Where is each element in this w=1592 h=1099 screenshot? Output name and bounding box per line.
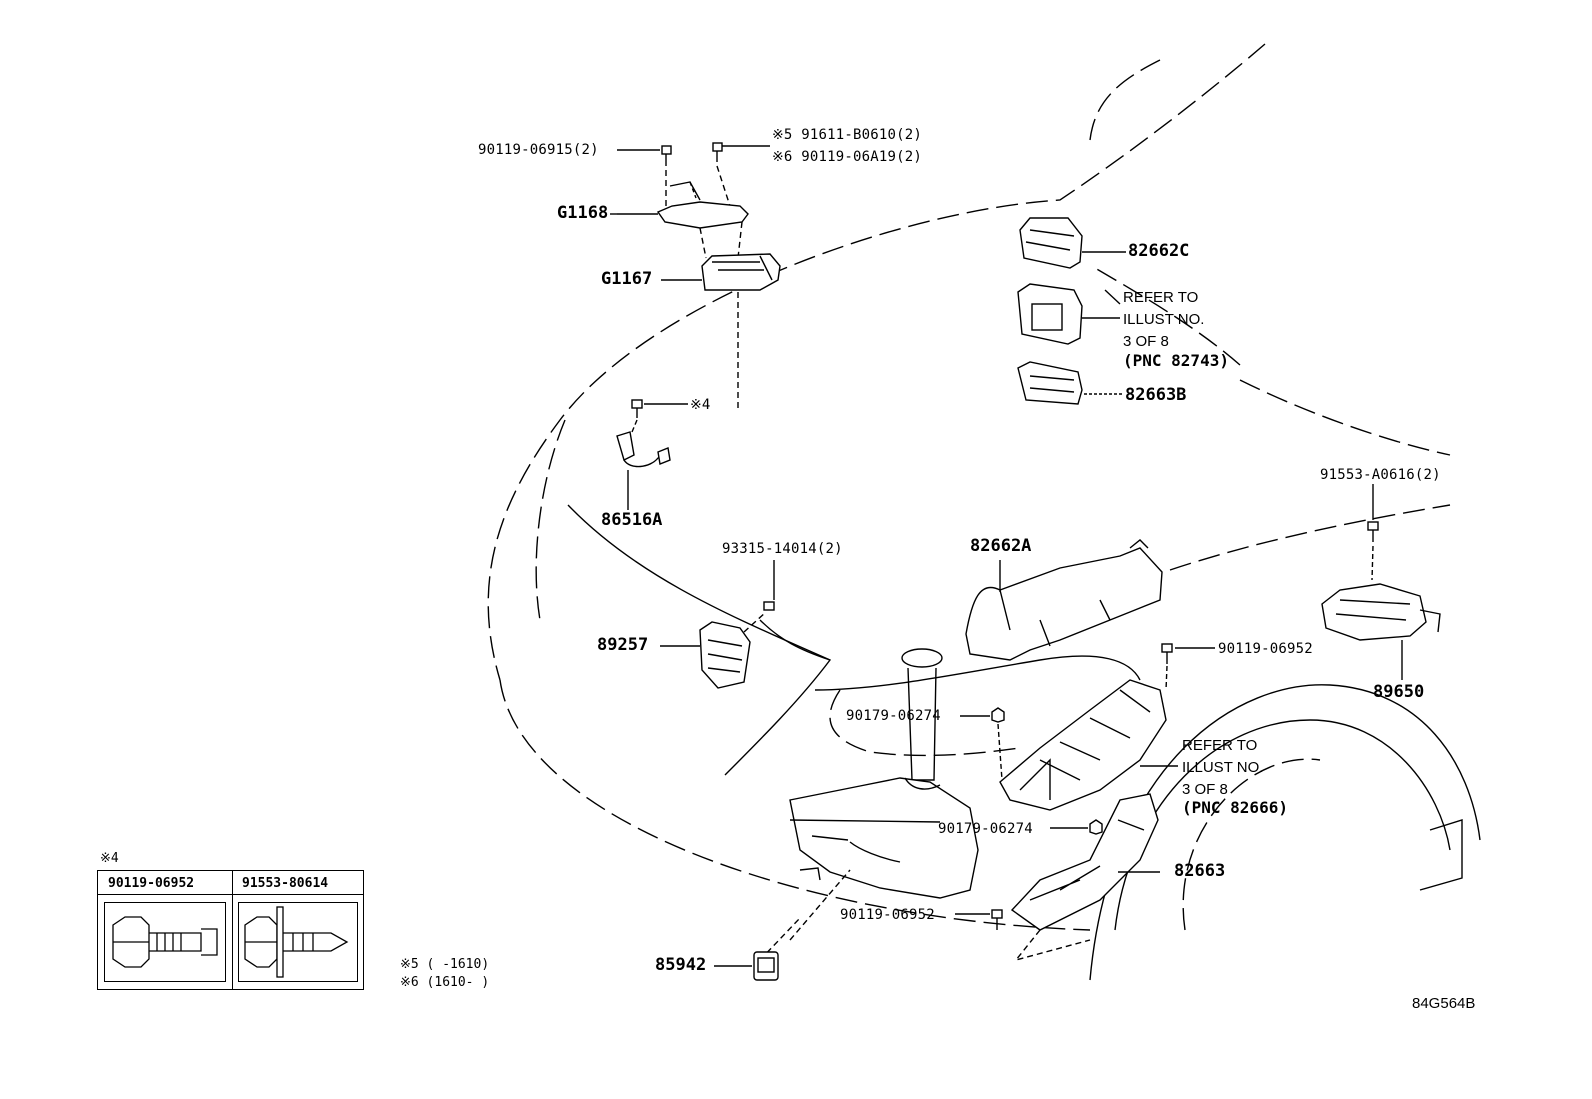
nut-top — [960, 707, 1005, 781]
bolt-g1168-left — [617, 145, 672, 210]
clip-bolt-icon — [244, 906, 349, 978]
callout-82662c: 82662C — [1128, 241, 1190, 261]
callout-bolt-note5: ※5 91611-B0610(2) — [772, 127, 922, 143]
callout-82663: 82663 — [1174, 861, 1226, 881]
nut-bottom — [1050, 819, 1103, 835]
callout-89257: 89257 — [597, 635, 649, 655]
bracket-82663 — [1010, 793, 1160, 962]
refer-bottom-pnc: (PNC 82666) — [1182, 798, 1288, 817]
refer-top-line2: ILLUST NO. — [1123, 311, 1205, 328]
flange-bolt-icon — [112, 916, 218, 968]
callout-g1167: G1167 — [601, 269, 653, 289]
bolt-note4 — [631, 399, 688, 433]
bracket-g1168 — [617, 181, 749, 259]
washer-pump-85942 — [714, 951, 779, 981]
callout-bolt-9652-top: 90119-06952 — [1218, 641, 1313, 657]
inset-title: ※4 — [100, 851, 119, 866]
refer-bottom-line1: REFER TO — [1182, 737, 1258, 754]
inset-col1-header: 90119-06952 — [98, 871, 232, 895]
callout-note4: ※4 — [690, 397, 711, 413]
callout-nut-top: 90179-06274 — [846, 708, 941, 724]
callout-bolt-a0616: 91553-A0616(2) — [1320, 467, 1441, 483]
note-5: ※5 ( -1610) — [400, 957, 490, 972]
callout-screw-89257: 93315-14014(2) — [722, 541, 843, 557]
callout-82662a: 82662A — [970, 536, 1032, 556]
note-6: ※6 (1610- ) — [400, 975, 490, 990]
washer-filler-neck — [901, 648, 943, 781]
relay-box-lower — [999, 679, 1178, 811]
callout-89650: 89650 — [1373, 682, 1425, 702]
bolt-9652-bottom — [955, 909, 1003, 930]
refer-top-line1: REFER TO — [1123, 289, 1199, 306]
fastener-inset-table: 90119-06952 91553-80614 — [97, 870, 364, 990]
callout-nut-bottom: 90179-06274 — [938, 821, 1033, 837]
relay-cover-82662a — [965, 539, 1163, 661]
fuse-cover-82662c — [1019, 217, 1126, 269]
refer-bottom-line2: ILLUST NO. — [1182, 759, 1264, 776]
callout-82663b: 82663B — [1125, 385, 1187, 405]
inset-divider — [232, 871, 233, 989]
refer-top-pnc: (PNC 82743) — [1123, 351, 1229, 370]
refer-leader-lines — [610, 213, 1121, 305]
inset-col2-header: 91553-80614 — [232, 871, 363, 895]
callout-bolt-g1168-left: 90119-06915(2) — [478, 142, 599, 158]
inset-bolt-image — [104, 902, 226, 982]
ecu-89650 — [1321, 484, 1441, 680]
fuse-base-82663b — [1017, 361, 1122, 405]
callout-g1168: G1168 — [557, 203, 609, 223]
sensor-g1167 — [661, 253, 781, 410]
bolt-g1168-right — [712, 142, 770, 207]
inset-clip-image — [238, 902, 358, 982]
callout-86516a: 86516A — [601, 510, 663, 530]
callout-85942: 85942 — [655, 955, 707, 975]
refer-top-line3: 3 OF 8 — [1123, 333, 1169, 350]
washer-tank — [759, 777, 979, 961]
callout-bolt-9652-bottom: 90119-06952 — [840, 907, 935, 923]
refer-bottom-line3: 3 OF 8 — [1182, 781, 1228, 798]
bolt-9652-top — [1161, 643, 1215, 691]
relay-block-upper — [1017, 283, 1120, 345]
radar-sensor-89257 — [660, 560, 775, 689]
callout-bolt-note6: ※6 90119-06A19(2) — [772, 149, 922, 165]
drawing-code: 84G564B — [1412, 995, 1476, 1012]
sensor-harness-86516a — [616, 431, 671, 510]
car-body-outline — [487, 43, 1451, 931]
